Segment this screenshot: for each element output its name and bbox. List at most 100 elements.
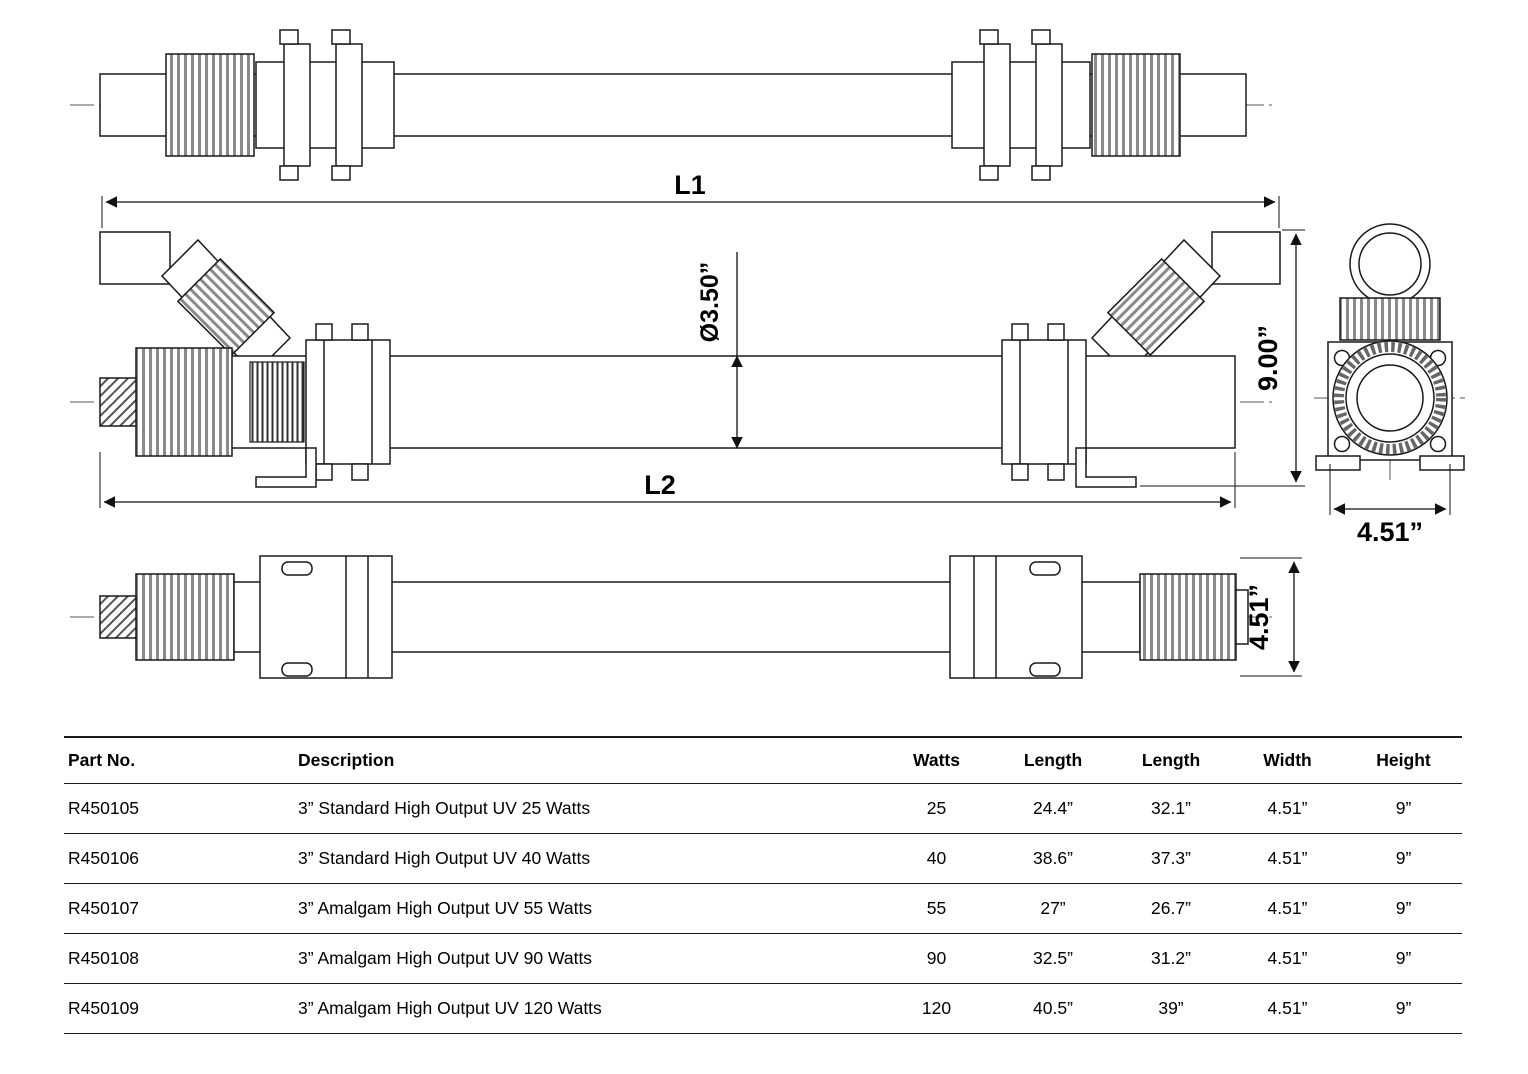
cell-height: 9” <box>1345 983 1462 1034</box>
col-header-length-1: Length <box>994 736 1112 784</box>
dim-label-width-end: 4.51” <box>1357 517 1423 547</box>
union-nut <box>135 347 233 457</box>
bolt <box>1429 435 1447 453</box>
cell-width: 4.51” <box>1230 933 1345 984</box>
cell-length-2: 32.1” <box>1112 783 1230 834</box>
cell-watts: 90 <box>879 933 994 984</box>
mount-clamp <box>1001 339 1087 465</box>
mount-foot <box>1075 447 1137 488</box>
bolt <box>1031 29 1051 45</box>
bolt <box>351 463 369 481</box>
dim-label-diameter: Ø3.50” <box>696 262 724 343</box>
bolt <box>351 323 369 341</box>
cell-width: 4.51” <box>1230 783 1345 834</box>
dim-label-height: 9.00” <box>1253 325 1283 391</box>
cell-part-no: R450108 <box>64 933 294 984</box>
cell-height: 9” <box>1345 833 1462 884</box>
table-row: R450109 3” Amalgam High Output UV 120 Wa… <box>64 983 1462 1034</box>
cell-length-2: 31.2” <box>1112 933 1230 984</box>
flange-clamp <box>255 61 395 149</box>
mount-plate <box>949 555 1083 679</box>
cell-description: 3” Amalgam High Output UV 120 Watts <box>294 983 879 1034</box>
bolt <box>315 323 333 341</box>
cell-watts: 120 <box>879 983 994 1034</box>
fins <box>249 361 305 443</box>
cell-length-2: 39” <box>1112 983 1230 1034</box>
cell-description: 3” Standard High Output UV 40 Watts <box>294 833 879 884</box>
technical-drawing: L1 L2 Ø3.50” 9.00” <box>70 29 1466 679</box>
union-nut <box>135 573 235 661</box>
cell-length-1: 27” <box>994 883 1112 934</box>
view-side-main: L1 L2 Ø3.50” 9.00” <box>70 170 1305 508</box>
mount-foot <box>1419 455 1465 471</box>
bolt <box>979 165 999 181</box>
col-header-height: Height <box>1345 736 1462 784</box>
bolt <box>1333 435 1351 453</box>
cell-description: 3” Amalgam High Output UV 90 Watts <box>294 933 879 984</box>
bolt <box>1047 323 1065 341</box>
union-nut <box>1339 297 1441 341</box>
table-row: R450108 3” Amalgam High Output UV 90 Wat… <box>64 933 1462 984</box>
cell-part-no: R450106 <box>64 833 294 884</box>
elbow-right <box>1211 231 1281 285</box>
view-top-assembly <box>70 29 1272 181</box>
cell-watts: 55 <box>879 883 994 934</box>
cell-description: 3” Standard High Output UV 25 Watts <box>294 783 879 834</box>
bolt <box>1047 463 1065 481</box>
bolt <box>279 29 299 45</box>
cell-part-no: R450107 <box>64 883 294 934</box>
col-header-part-no: Part No. <box>64 736 294 784</box>
union-nut <box>165 53 255 157</box>
table-row: R450105 3” Standard High Output UV 25 Wa… <box>64 783 1462 834</box>
cell-length-1: 38.6” <box>994 833 1112 884</box>
bolt <box>1031 165 1051 181</box>
spec-table: Part No. Description Watts Length Length… <box>64 736 1462 1034</box>
cell-height: 9” <box>1345 883 1462 934</box>
cell-height: 9” <box>1345 783 1462 834</box>
cell-width: 4.51” <box>1230 833 1345 884</box>
bolt <box>331 165 351 181</box>
union-nut <box>1139 573 1237 661</box>
mount-foot <box>255 447 317 488</box>
col-header-length-2: Length <box>1112 736 1230 784</box>
dim-label-l2: L2 <box>644 470 676 500</box>
col-header-width: Width <box>1230 736 1345 784</box>
cell-watts: 40 <box>879 833 994 884</box>
cell-length-1: 24.4” <box>994 783 1112 834</box>
cell-length-2: 26.7” <box>1112 883 1230 934</box>
table-header-row: Part No. Description Watts Length Length… <box>64 736 1462 784</box>
view-plan: 4.51” <box>70 555 1302 679</box>
dim-label-l1: L1 <box>674 170 706 200</box>
mount-foot <box>1315 455 1361 471</box>
elbow-left <box>99 231 171 285</box>
bolt <box>979 29 999 45</box>
bolt <box>279 165 299 181</box>
cell-width: 4.51” <box>1230 883 1345 934</box>
view-end: 4.51” <box>1314 223 1466 547</box>
slot <box>281 561 313 576</box>
bolt <box>1011 323 1029 341</box>
union-nut <box>176 257 276 357</box>
cell-part-no: R450109 <box>64 983 294 1034</box>
slot <box>1029 662 1061 677</box>
port-opening <box>1349 223 1431 305</box>
cell-watts: 25 <box>879 783 994 834</box>
union-nut <box>1106 257 1206 357</box>
slot <box>281 662 313 677</box>
cell-height: 9” <box>1345 933 1462 984</box>
col-header-watts: Watts <box>879 736 994 784</box>
union-nut <box>1091 53 1181 157</box>
bolt <box>315 463 333 481</box>
table-row: R450106 3” Standard High Output UV 40 Wa… <box>64 833 1462 884</box>
cell-width: 4.51” <box>1230 983 1345 1034</box>
cell-length-1: 32.5” <box>994 933 1112 984</box>
cell-description: 3” Amalgam High Output UV 55 Watts <box>294 883 879 934</box>
bolt <box>331 29 351 45</box>
mount-clamp <box>305 339 391 465</box>
threaded-nipple <box>99 595 137 639</box>
flange-clamp <box>951 61 1091 149</box>
table-row: R450107 3” Amalgam High Output UV 55 Wat… <box>64 883 1462 934</box>
bolt <box>1011 463 1029 481</box>
col-header-description: Description <box>294 736 879 784</box>
